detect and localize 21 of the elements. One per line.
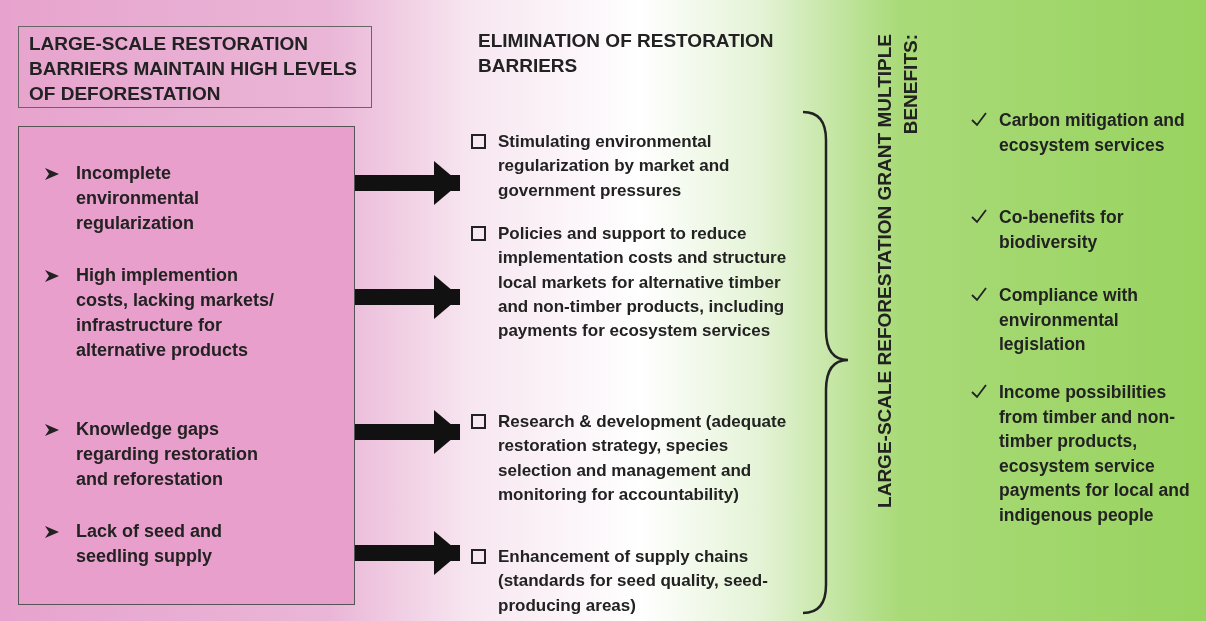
block-arrow xyxy=(355,275,460,319)
benefit-text: Compliance with environmental legislation xyxy=(999,284,1140,356)
item-text: Lack of seed and seedling supply xyxy=(76,520,224,568)
item-text: Enhancement of supply chains (standards for seed quality, seed-producing areas) xyxy=(498,546,769,617)
heading-text: LARGE-SCALE RESTORATION BARRIERS MAINTAIN HIGH LEVELS OF DEFORESTATION xyxy=(29,32,358,106)
block-arrow xyxy=(355,531,460,575)
item-text: Policies and support to reduce implementation costs and structure local markets for alternative timber and non-timber products, including payments for ecosystem services xyxy=(498,223,788,343)
item-text: Knowledge gaps regarding restoration and reforestation xyxy=(76,418,260,491)
block-arrow xyxy=(355,161,460,205)
item-text: High implemention costs, lacking markets/ infrastructure for alternative products xyxy=(76,264,276,362)
barrier-panel xyxy=(18,126,355,605)
item-text: Stimulating environmental regularization by market and government pressures xyxy=(498,131,731,202)
benefit-text: Co-benefits for biodiversity xyxy=(999,206,1125,254)
item-text: Incomplete environmental regularization xyxy=(76,162,201,235)
vertical-heading: LARGE-SCALE REFORESTATION GRANT MULTIPLE BENEFITS: xyxy=(873,34,922,510)
block-arrow xyxy=(355,410,460,454)
section-heading: ELIMINATION OF RESTORATION BARRIERS xyxy=(478,29,775,78)
benefit-text: Income possibilities from timber and non-timber products, ecosystem service payments for local and indigenous people xyxy=(999,381,1191,527)
heading-box xyxy=(18,26,372,108)
benefit-text: Carbon mitigation and ecosystem services xyxy=(999,109,1186,157)
item-text: Research & development (adequate restoration strategy, species selection and management and monitoring for accountability) xyxy=(498,411,788,506)
